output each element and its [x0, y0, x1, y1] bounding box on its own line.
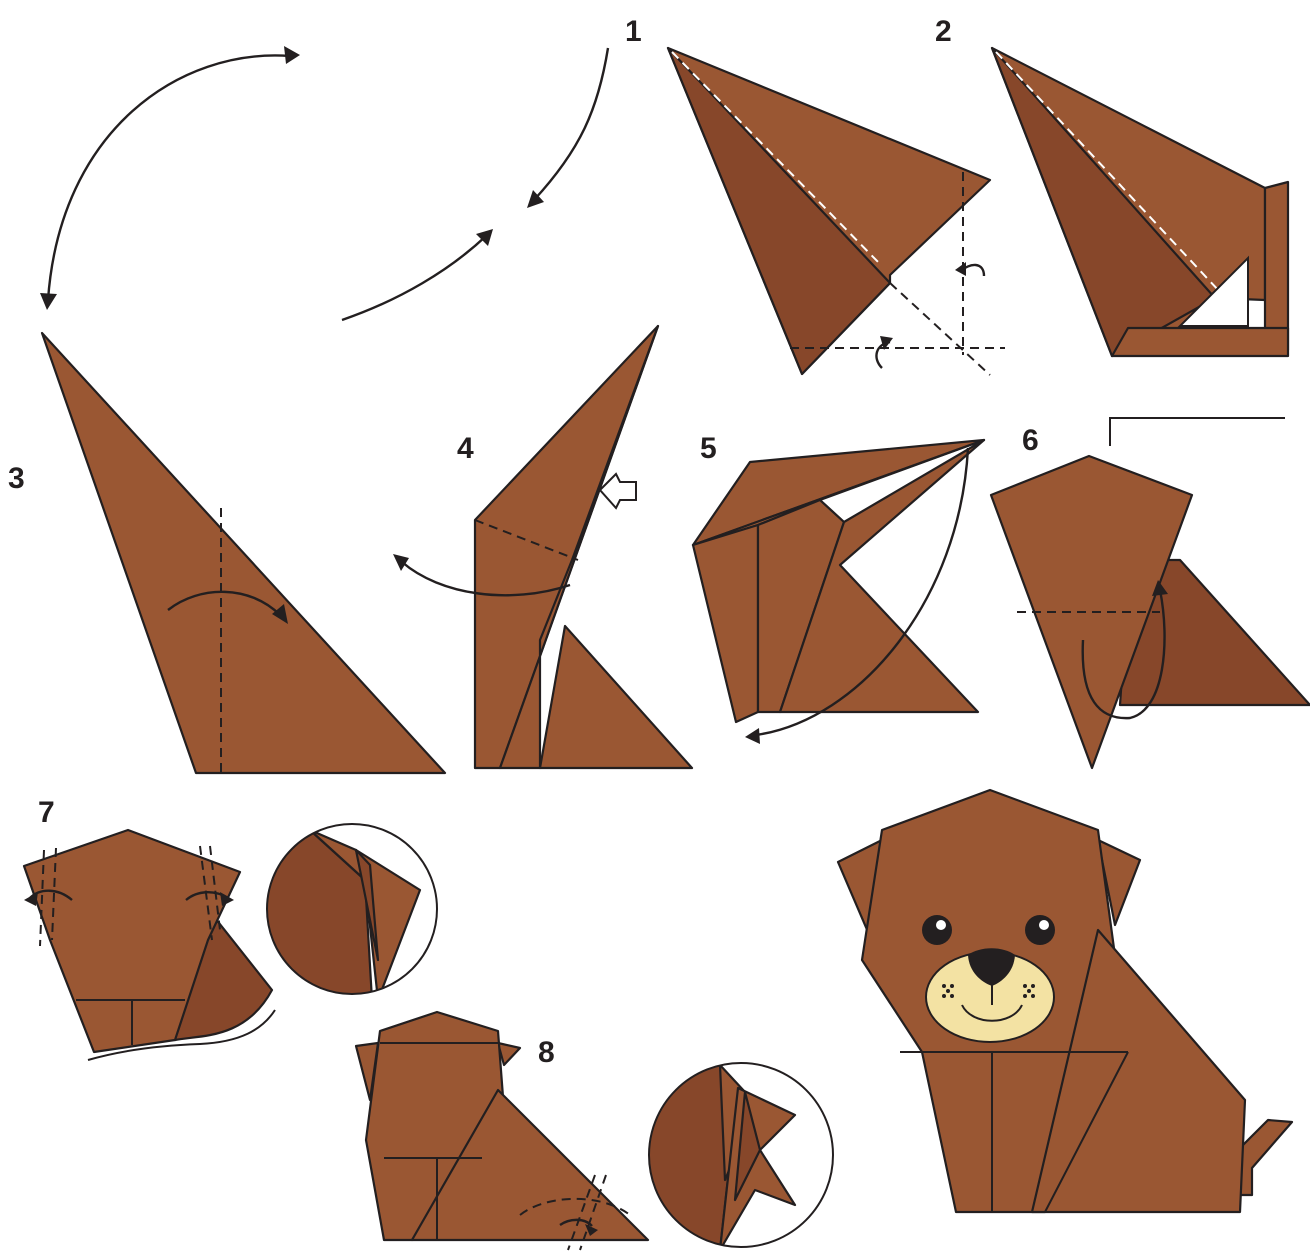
- left-eye: [922, 915, 952, 945]
- step-number-8: 8: [538, 1036, 555, 1069]
- step-number-3: 3: [8, 462, 25, 495]
- step-number-7: 7: [38, 796, 55, 829]
- step-8: 8: [356, 1012, 648, 1250]
- step-7-detail: [260, 824, 437, 1000]
- step-1: 1: [625, 15, 1005, 375]
- step-number-1: 1: [625, 15, 642, 48]
- step-8-detail: [640, 1063, 833, 1250]
- step-5: 5: [693, 432, 984, 744]
- step-2: 2: [935, 15, 1288, 356]
- right-eye: [1025, 915, 1055, 945]
- step-number-5: 5: [700, 432, 717, 465]
- step-4: 4: [393, 326, 692, 768]
- intro-arrows: [40, 46, 608, 320]
- step-number-4: 4: [457, 432, 474, 465]
- step-number-6: 6: [1022, 424, 1039, 457]
- step-6: 6: [991, 418, 1310, 768]
- step-3: 3: [8, 333, 445, 773]
- step-number-2: 2: [935, 15, 952, 48]
- step-7: 7: [24, 796, 275, 1060]
- finished-dog: [838, 790, 1292, 1212]
